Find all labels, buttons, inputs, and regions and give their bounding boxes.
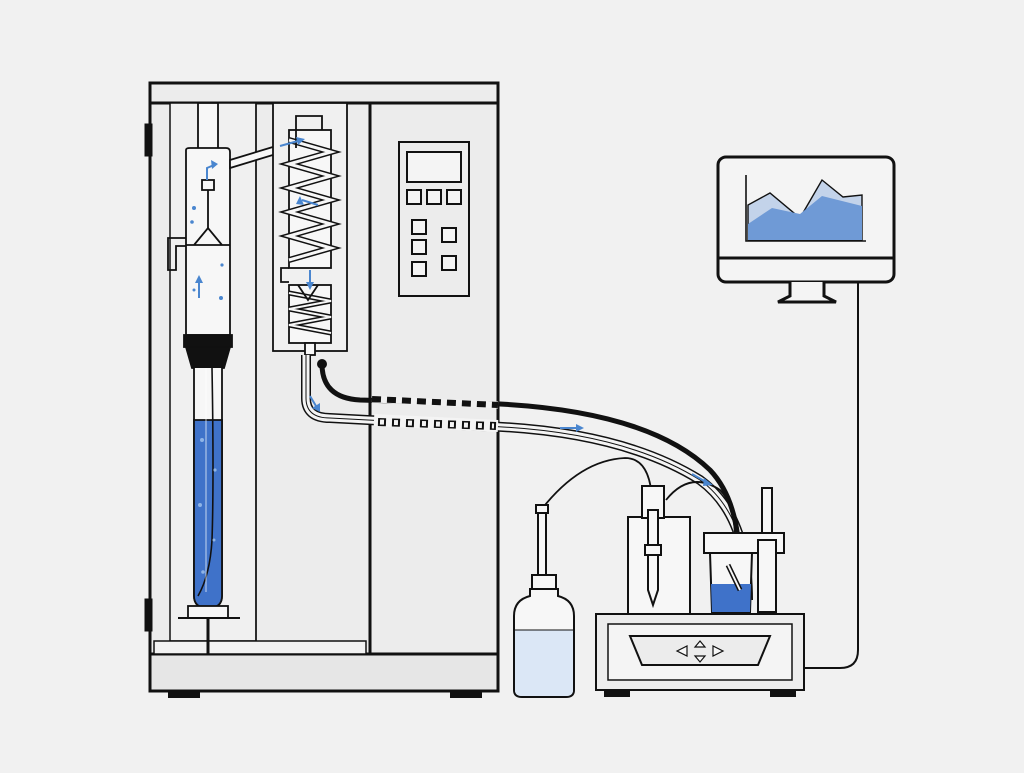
direction-up-icon[interactable] bbox=[693, 640, 707, 648]
inner-tip bbox=[201, 179, 215, 191]
hinge-bottom bbox=[144, 598, 153, 632]
data-cable bbox=[804, 282, 859, 669]
stage-control-panel bbox=[628, 635, 772, 666]
condenser-flow-arrows bbox=[279, 137, 319, 290]
tube-stand bbox=[187, 605, 229, 619]
hinge-top bbox=[144, 123, 153, 157]
control-panel bbox=[398, 141, 470, 297]
bottle-tube bbox=[537, 505, 547, 577]
foot-left bbox=[168, 691, 200, 698]
beaker-liquid bbox=[711, 584, 751, 612]
direction-left-icon[interactable] bbox=[675, 645, 688, 657]
direction-down-icon[interactable] bbox=[693, 655, 707, 663]
bottle-cap bbox=[531, 574, 557, 590]
panel-button-2[interactable] bbox=[426, 189, 442, 205]
clamp-body bbox=[184, 346, 232, 369]
monitor bbox=[716, 155, 896, 304]
cabinet-base bbox=[148, 652, 500, 693]
tubing bbox=[301, 282, 859, 669]
condenser bbox=[272, 102, 348, 356]
direction-right-icon[interactable] bbox=[712, 645, 725, 657]
panel-button-1[interactable] bbox=[406, 189, 422, 205]
panel-button-3[interactable] bbox=[446, 189, 462, 205]
flask-neck bbox=[197, 102, 219, 150]
panel-button-5[interactable] bbox=[441, 227, 457, 243]
panel-button-4[interactable] bbox=[411, 219, 427, 235]
drip-tray bbox=[153, 640, 367, 655]
distillation-flask bbox=[167, 102, 297, 654]
panel-button-7[interactable] bbox=[441, 255, 457, 271]
sensor-rod bbox=[761, 487, 773, 534]
electrode bbox=[647, 509, 659, 609]
reagent-bottle bbox=[513, 504, 575, 698]
monitor-stand bbox=[777, 282, 837, 304]
sample-liquid bbox=[193, 419, 223, 609]
drain-tube bbox=[319, 363, 742, 597]
titrator bbox=[595, 485, 805, 697]
tube-flow-arrows bbox=[309, 395, 713, 486]
flask-bubbles bbox=[190, 206, 224, 574]
monitor-area-chart-icon bbox=[745, 175, 866, 242]
panel-button-8[interactable] bbox=[411, 261, 427, 277]
foot-right bbox=[450, 691, 482, 698]
flask-head bbox=[185, 147, 231, 336]
flow-arrow-up-icon bbox=[195, 160, 218, 298]
sensor-probe bbox=[757, 539, 777, 613]
panel-display bbox=[406, 151, 462, 183]
clamp-top bbox=[183, 334, 233, 348]
flask-side-arm bbox=[167, 237, 186, 271]
panel-button-6[interactable] bbox=[411, 239, 427, 255]
reagent-line bbox=[540, 457, 653, 511]
